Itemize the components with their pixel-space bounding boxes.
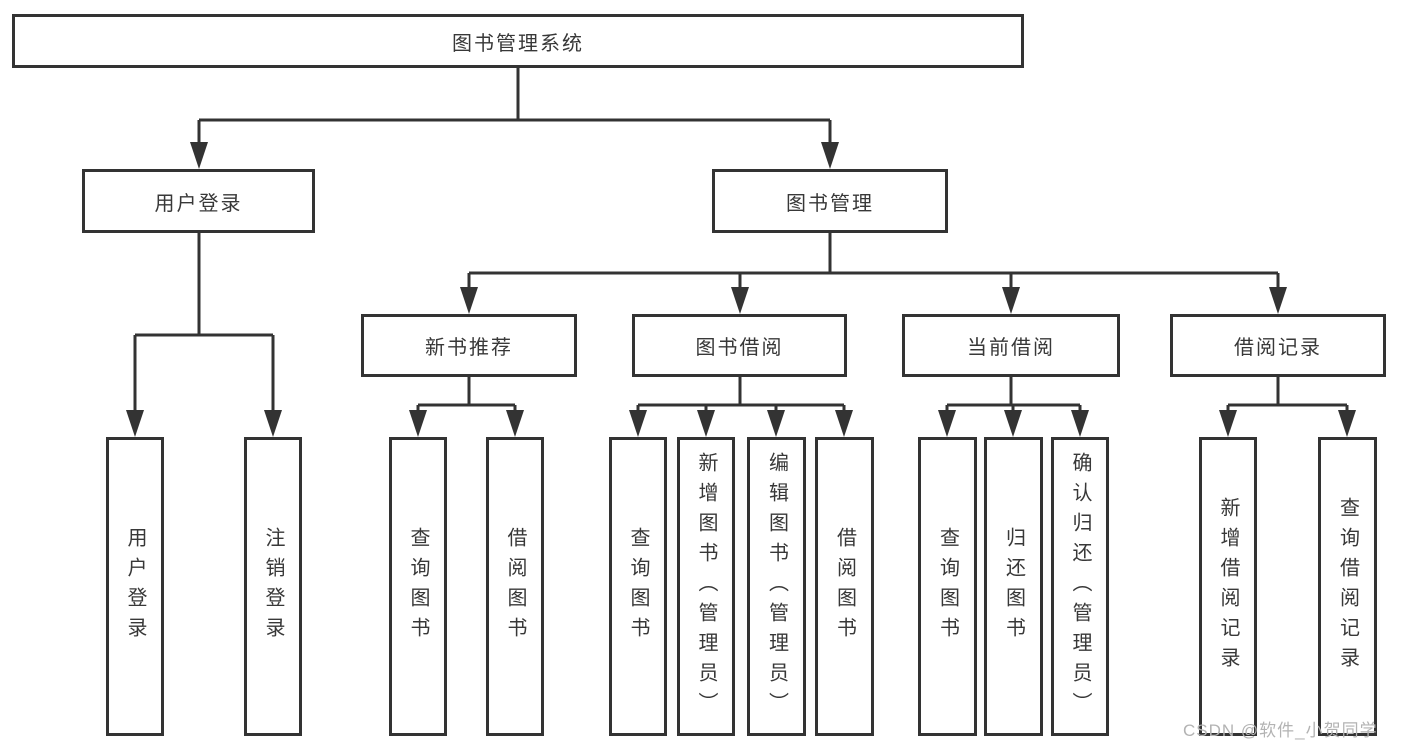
leaf-borrow-books-borrowing: 借阅图书 xyxy=(815,437,874,736)
node-current-borrowing-label: 当前借阅 xyxy=(967,337,1055,359)
node-borrowing-records-label: 借阅记录 xyxy=(1234,337,1322,359)
leaf-return-books: 归还图书 xyxy=(984,437,1043,736)
node-book-management: 图书管理 xyxy=(712,169,948,233)
leaf-query-books-current: 查询图书 xyxy=(918,437,977,736)
leaf-borrow-books-recommend: 借阅图书 xyxy=(486,437,544,736)
leaf-query-borrow-record: 查询借阅记录 xyxy=(1318,437,1377,736)
node-user-login: 用户登录 xyxy=(82,169,315,233)
leaf-logout-label: 注销登录 xyxy=(262,526,284,647)
node-book-management-label: 图书管理 xyxy=(786,192,874,215)
node-borrowing-records: 借阅记录 xyxy=(1170,314,1386,377)
node-library-management-system: 图书管理系统 xyxy=(12,14,1024,68)
node-new-book-recommend: 新书推荐 xyxy=(361,314,577,377)
leaf-query-borrow-record-label: 查询借阅记录 xyxy=(1336,496,1359,677)
leaf-query-books-recommend: 查询图书 xyxy=(389,437,447,736)
leaf-borrow-books-recommend-label: 借阅图书 xyxy=(504,526,526,647)
leaf-confirm-return-admin-label: 确认归还（管理员） xyxy=(1069,451,1091,722)
node-user-login-label: 用户登录 xyxy=(154,192,243,215)
node-book-borrowing: 图书借阅 xyxy=(632,314,847,377)
leaf-user-login: 用户登录 xyxy=(106,437,164,736)
leaf-edit-books-admin: 编辑图书（管理员） xyxy=(747,437,806,736)
node-new-book-recommend-label: 新书推荐 xyxy=(425,337,513,359)
node-book-borrowing-label: 图书借阅 xyxy=(695,337,784,359)
leaf-add-books-admin-label: 新增图书（管理员） xyxy=(695,451,717,722)
leaf-user-login-label: 用户登录 xyxy=(124,526,146,647)
leaf-borrow-books-borrowing-label: 借阅图书 xyxy=(833,526,856,647)
leaf-return-books-label: 归还图书 xyxy=(1002,526,1025,647)
leaf-logout: 注销登录 xyxy=(244,437,302,736)
leaf-query-books-borrowing-label: 查询图书 xyxy=(627,526,649,647)
leaf-query-books-recommend-label: 查询图书 xyxy=(407,526,429,647)
leaf-add-borrow-record: 新增借阅记录 xyxy=(1199,437,1257,736)
leaf-add-books-admin: 新增图书（管理员） xyxy=(677,437,735,736)
node-library-management-system-label: 图书管理系统 xyxy=(452,32,584,55)
leaf-add-borrow-record-label: 新增借阅记录 xyxy=(1217,496,1239,677)
leaf-query-books-current-label: 查询图书 xyxy=(936,526,959,647)
leaf-edit-books-admin-label: 编辑图书（管理员） xyxy=(765,451,788,722)
leaf-query-books-borrowing: 查询图书 xyxy=(609,437,667,736)
csdn-watermark: CSDN @软件_小贺同学 xyxy=(1183,721,1378,740)
node-current-borrowing: 当前借阅 xyxy=(902,314,1120,377)
leaf-confirm-return-admin: 确认归还（管理员） xyxy=(1051,437,1109,736)
